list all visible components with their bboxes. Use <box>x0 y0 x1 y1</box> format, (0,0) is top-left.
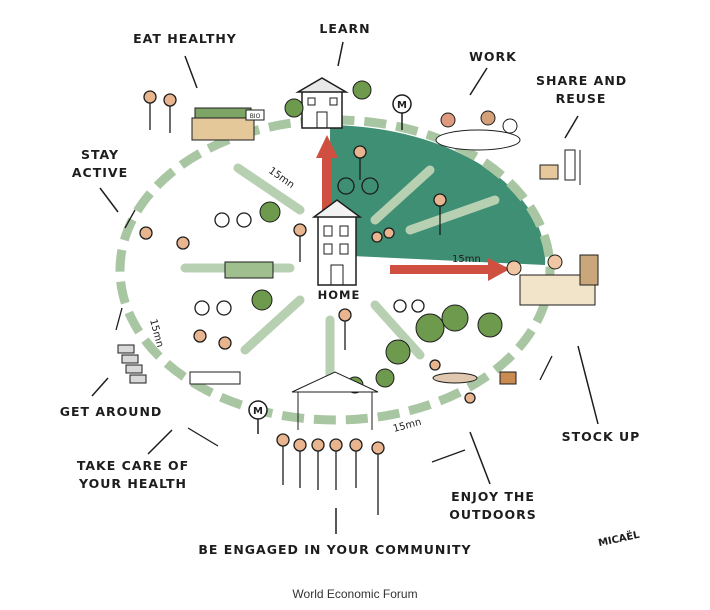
label-get-around: GET AROUND <box>59 404 163 419</box>
clinic-desk <box>189 371 241 385</box>
community-pavilion <box>291 371 379 430</box>
label-community: BE ENGAGED IN YOUR COMMUNITY <box>198 542 472 557</box>
school-building <box>295 77 349 129</box>
label-enjoy-outdoors: ENJOY THE OUTDOORS <box>449 489 537 522</box>
trees <box>251 80 503 394</box>
market-stall <box>191 107 265 141</box>
coworking-table <box>435 110 521 151</box>
picnic <box>432 371 517 385</box>
people <box>139 90 476 515</box>
label-learn: LEARN <box>319 21 371 36</box>
label-eat-healthy: EAT HEALTHY <box>133 31 237 46</box>
leader-lines <box>91 41 599 534</box>
label-share-reuse: SHARE AND REUSE <box>536 73 628 106</box>
stairs <box>117 344 147 384</box>
metro-sign-top: M <box>392 94 412 130</box>
metro-letter-bottom: M <box>253 406 263 417</box>
metro-letter-top: M <box>397 100 407 111</box>
distance-label-east: 15mn <box>452 254 481 265</box>
reuse-items <box>539 149 581 185</box>
label-take-care: TAKE CARE OF YOUR HEALTH <box>76 458 190 491</box>
red-arrows <box>316 135 510 281</box>
foosball-table <box>224 261 274 279</box>
label-stay-active: STAY ACTIVE <box>71 147 129 180</box>
distance-label-south: 15mn <box>392 417 423 435</box>
metro-sign-bottom: M <box>248 400 268 434</box>
label-stock-up: STOCK UP <box>561 429 641 444</box>
shop-sign-text: BIO <box>250 113 261 120</box>
bicycles <box>194 177 425 316</box>
label-home: HOME <box>317 288 361 302</box>
image-caption: World Economic Forum <box>292 587 418 601</box>
label-work: WORK <box>469 49 517 64</box>
shop-stall <box>506 254 599 306</box>
home-building <box>311 199 363 286</box>
double-arrows <box>115 209 553 463</box>
